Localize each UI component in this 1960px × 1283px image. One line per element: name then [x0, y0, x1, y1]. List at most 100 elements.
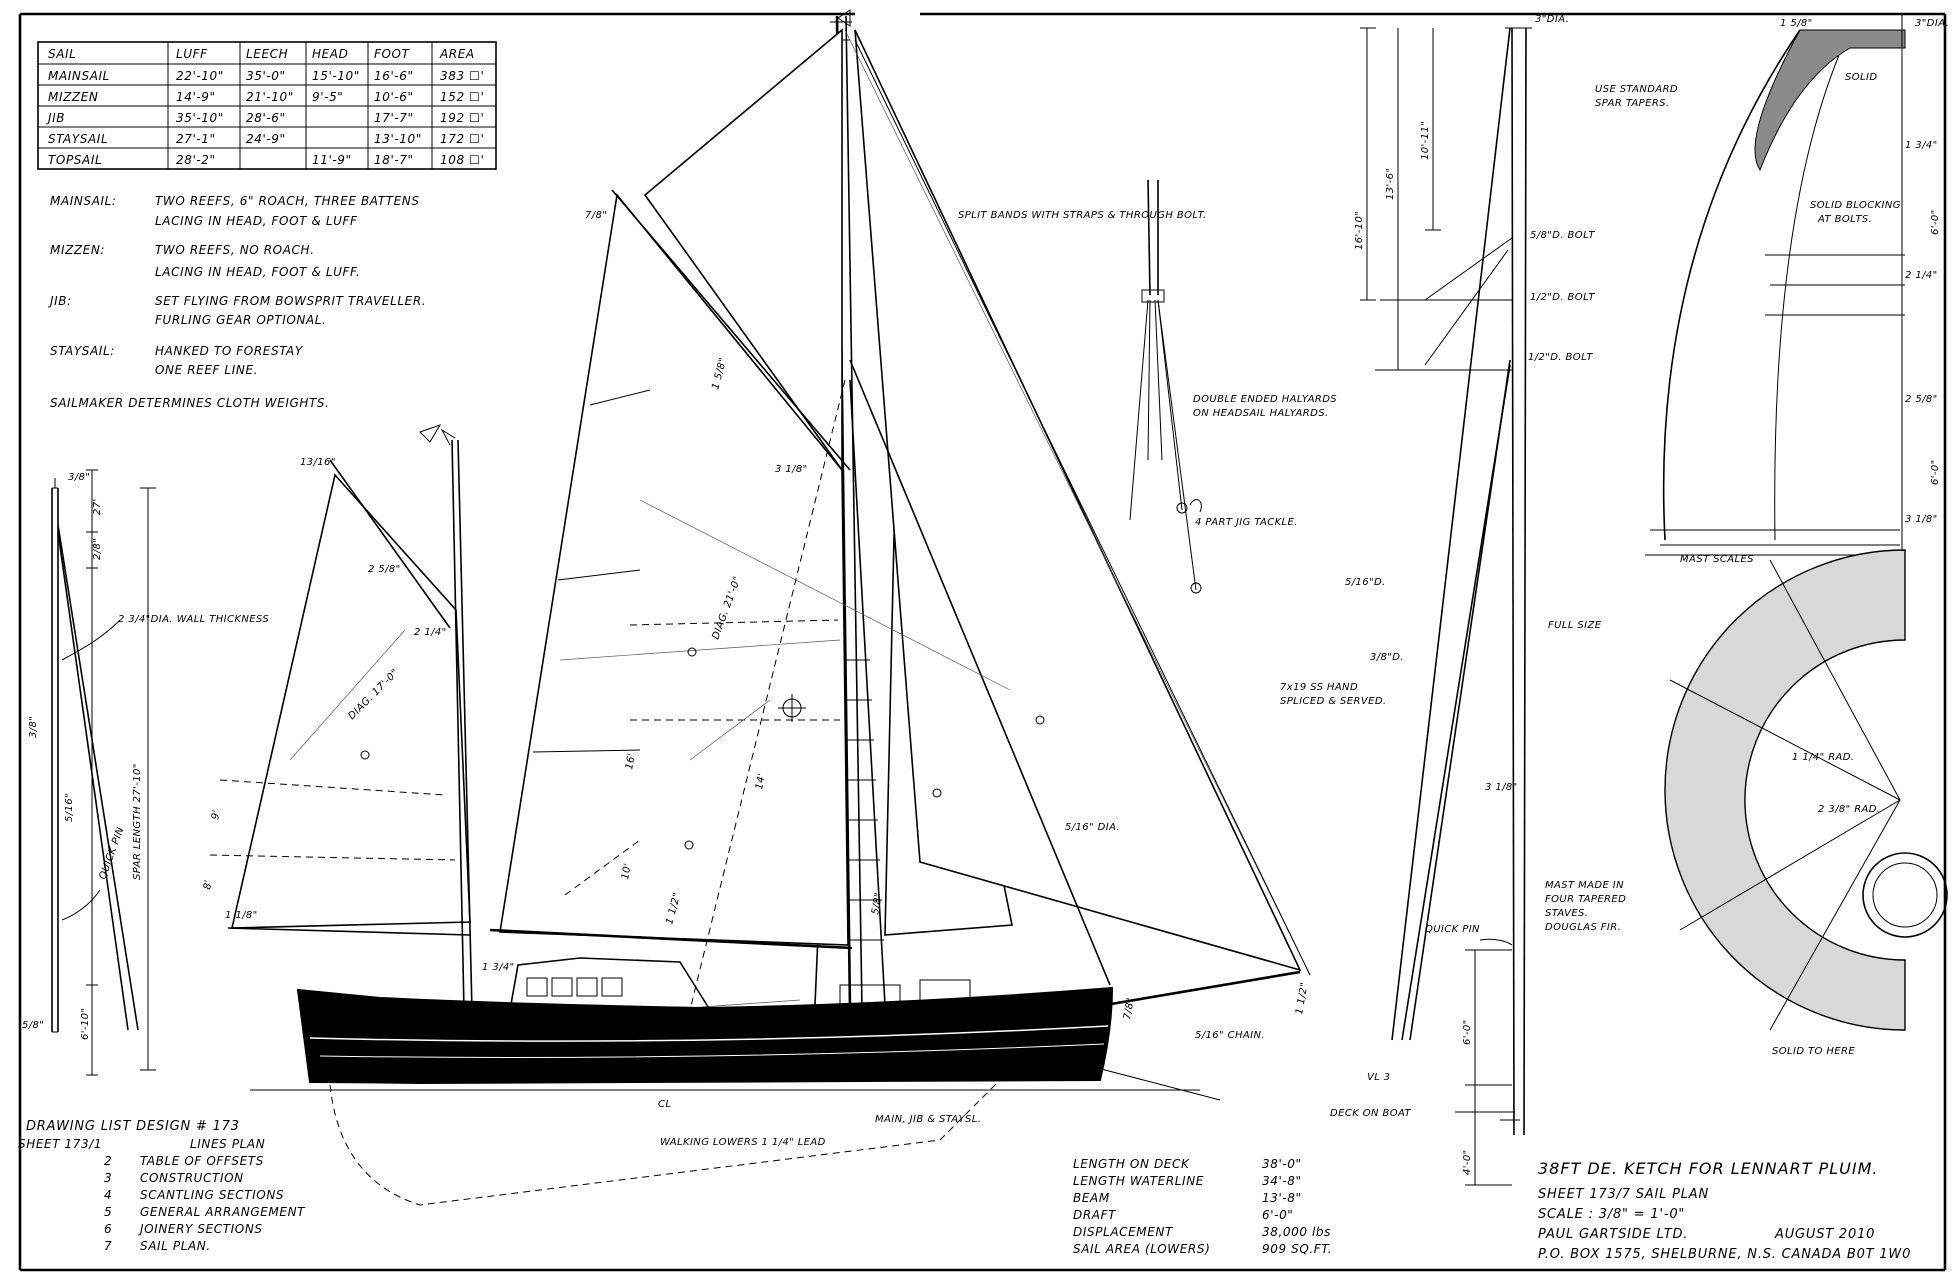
- centerline-mark: CL: [658, 1099, 671, 1110]
- sail-table-cell: 28'-2": [176, 153, 216, 167]
- particular-2-value: 34'-8": [1262, 1174, 1302, 1188]
- right-dim-4: 2 5/8": [1905, 394, 1938, 405]
- staves-note: STAVES.: [1545, 908, 1588, 919]
- sail-plan-elevation: 13/16" 2 5/8" 2 1/4" DIAG. 17'-0" 9' 8' …: [202, 9, 1311, 1206]
- rad-114-note: 1 1/4" RAD.: [1792, 752, 1854, 763]
- dim-mizzen-peak: 13/16": [300, 457, 336, 468]
- drawing-item-2-name: TABLE OF OFFSETS: [140, 1154, 264, 1168]
- mizzen-318-dim: 3/8": [28, 716, 39, 738]
- note-staysail-label: STAYSAIL:: [50, 344, 115, 358]
- solid-to-here-note: SOLID TO HERE: [1772, 1046, 1855, 1057]
- drawing-list-title: DRAWING LIST DESIGN # 173: [26, 1119, 240, 1134]
- sail-table-cell: JIB: [46, 111, 65, 125]
- dim-main-gaff-mast: 3 1/8": [775, 464, 808, 475]
- sail-table-cell: 152 ☐': [440, 90, 484, 104]
- drawing-item-5-name: GENERAL ARRANGEMENT: [140, 1205, 306, 1219]
- top-dim-left: 1 5/8": [1780, 18, 1813, 29]
- drawing-item-3-name: CONSTRUCTION: [140, 1171, 244, 1185]
- solid-blocking-note: SOLID BLOCKING: [1810, 200, 1901, 211]
- particular-4-label: DRAFT: [1073, 1208, 1117, 1222]
- main-luff-10: 10': [620, 862, 634, 880]
- four-tapered-note: FOUR TAPERED: [1545, 894, 1626, 905]
- drawing-item-5-num: 5: [104, 1205, 112, 1219]
- sail-table-cell: 13'-10": [374, 132, 422, 146]
- right-dim-2: 1 3/4": [1905, 140, 1938, 151]
- mizzen-25-dim: 2/8": [92, 538, 103, 560]
- drawing-list: DRAWING LIST DESIGN # 173 SHEET 173/1 LI…: [18, 1119, 306, 1253]
- particular-3-label: BEAM: [1073, 1191, 1110, 1205]
- sail-table-cell: 14'-9": [176, 90, 216, 104]
- drawing-item-3-num: 3: [104, 1171, 112, 1185]
- sail-table-cell: 18'-7": [374, 153, 414, 167]
- mizzen-27-dim: 27': [92, 498, 103, 515]
- dim-bowsprit-1: 7/8": [1122, 997, 1137, 1021]
- dim-mizzen-gaff: 2 5/8": [368, 564, 401, 575]
- drawing-item-7-num: 7: [104, 1239, 112, 1253]
- drawing-item-2-num: 2: [104, 1154, 112, 1168]
- note-jib-line2: FURLING GEAR OPTIONAL.: [155, 313, 326, 327]
- mizzen-mast-detail: 3/8" 27' 2/8" 2 3/4"DIA. WALL THICKNESS …: [22, 469, 269, 1076]
- mizzen-516-dim: 5/16": [64, 793, 75, 822]
- walking-lowers-note: WALKING LOWERS 1 1/4" LEAD: [660, 1137, 826, 1148]
- designer-address: P.O. BOX 1575, SHELBURNE, N.S. CANADA B0…: [1538, 1247, 1911, 1262]
- dim-13-6: 13'-6": [1385, 168, 1396, 200]
- particular-2-label: LENGTH WATERLINE: [1073, 1174, 1204, 1188]
- sail-table-cell: 9'-5": [312, 90, 343, 104]
- split-bands-note: SPLIT BANDS WITH STRAPS & THROUGH BOLT.: [958, 210, 1207, 221]
- at-bolts-note: AT BOLTS.: [1817, 214, 1872, 225]
- sail-table-cell: 172 ☐': [440, 132, 484, 146]
- sail-table-cell: 35'-0": [246, 69, 286, 83]
- dim-mizzen-mast-gaff: 2 1/4": [414, 627, 447, 638]
- mizzen-610-dim: 6'-10": [80, 1008, 91, 1040]
- particular-1-label: LENGTH ON DECK: [1073, 1157, 1190, 1171]
- designer-name: PAUL GARTSIDE LTD.: [1538, 1227, 1688, 1242]
- jib: [854, 29, 1302, 972]
- right-dim-3: 2 1/4": [1905, 270, 1938, 281]
- note-mainsail-line1: TWO REEFS, 6" ROACH, THREE BATTENS: [155, 194, 420, 208]
- drawing-item-4-name: SCANTLING SECTIONS: [140, 1188, 284, 1202]
- sail-table-cell: MIZZEN: [48, 90, 99, 104]
- mizzen-luff-8: 8': [202, 879, 215, 891]
- sail-table-cell: STAYSAIL: [48, 132, 108, 146]
- mizzen-quick-pin: QUICK PIN: [97, 826, 126, 881]
- topsail: [643, 28, 843, 473]
- particular-3-value: 13'-8": [1262, 1191, 1302, 1205]
- particular-6-label: SAIL AREA (LOWERS): [1073, 1242, 1210, 1256]
- particular-6-value: 909 SQ.FT.: [1262, 1242, 1332, 1256]
- dim-forestay: 5/16" DIA.: [1065, 822, 1120, 833]
- particular-1-value: 38'-0": [1262, 1157, 1302, 1171]
- mast-top-dia: 3"DIA.: [1535, 14, 1569, 25]
- sail-table-cell: MAINSAIL: [48, 69, 110, 83]
- mast-made-note: MAST MADE IN: [1545, 880, 1624, 891]
- wire-spliced: SPLICED & SERVED.: [1280, 696, 1387, 707]
- sail-table-header: AREA: [439, 47, 475, 61]
- sail-table-cell: 35'-10": [176, 111, 224, 125]
- title-block: 38FT DE. KETCH FOR LENNART PLUIM. SHEET …: [1538, 1159, 1911, 1262]
- four-part-jig-note: 4 PART JIG TACKLE.: [1195, 517, 1298, 528]
- drawing-item-4-num: 4: [104, 1188, 112, 1202]
- dim-main-lower: 5/8": [870, 892, 885, 916]
- sail-table-cell: 10'-6": [374, 90, 414, 104]
- bolt-3: 1/2"D. BOLT: [1528, 352, 1593, 363]
- note-staysail-line1: HANKED TO FORESTAY: [155, 344, 304, 358]
- dim-6-0-mast: 6'-0": [1462, 1019, 1473, 1045]
- dim-mizzen-boom: 1 1/8": [225, 910, 258, 921]
- hull: [296, 986, 1114, 1085]
- mizzen-sail: [230, 473, 471, 929]
- note-mizzen-line2: LACING IN HEAD, FOOT & LUFF.: [155, 265, 360, 279]
- drawing-item-7-name: SAIL PLAN.: [140, 1239, 211, 1253]
- sail-table-cell: 16'-6": [374, 69, 414, 83]
- particular-5-label: DISPLACEMENT: [1073, 1225, 1174, 1239]
- deck-on-boat-note: DECK ON BOAT: [1330, 1108, 1412, 1119]
- drawing-border: [18, 12, 1947, 1272]
- note-mizzen-line1: TWO REEFS, NO ROACH.: [155, 243, 315, 257]
- mizzen-luff-9: 9': [210, 809, 223, 821]
- mizzen-top-dim: 3/8": [68, 472, 90, 483]
- right-6-0-b: 6'-0": [1930, 459, 1941, 485]
- note-staysail-line2: ONE REEF LINE.: [155, 363, 258, 377]
- mast-dim-41: 3 1/8": [1485, 782, 1518, 793]
- drawing-scale: SCALE : 3/8" = 1'-0": [1538, 1207, 1685, 1222]
- sail-table-cell: TOPSAIL: [48, 153, 102, 167]
